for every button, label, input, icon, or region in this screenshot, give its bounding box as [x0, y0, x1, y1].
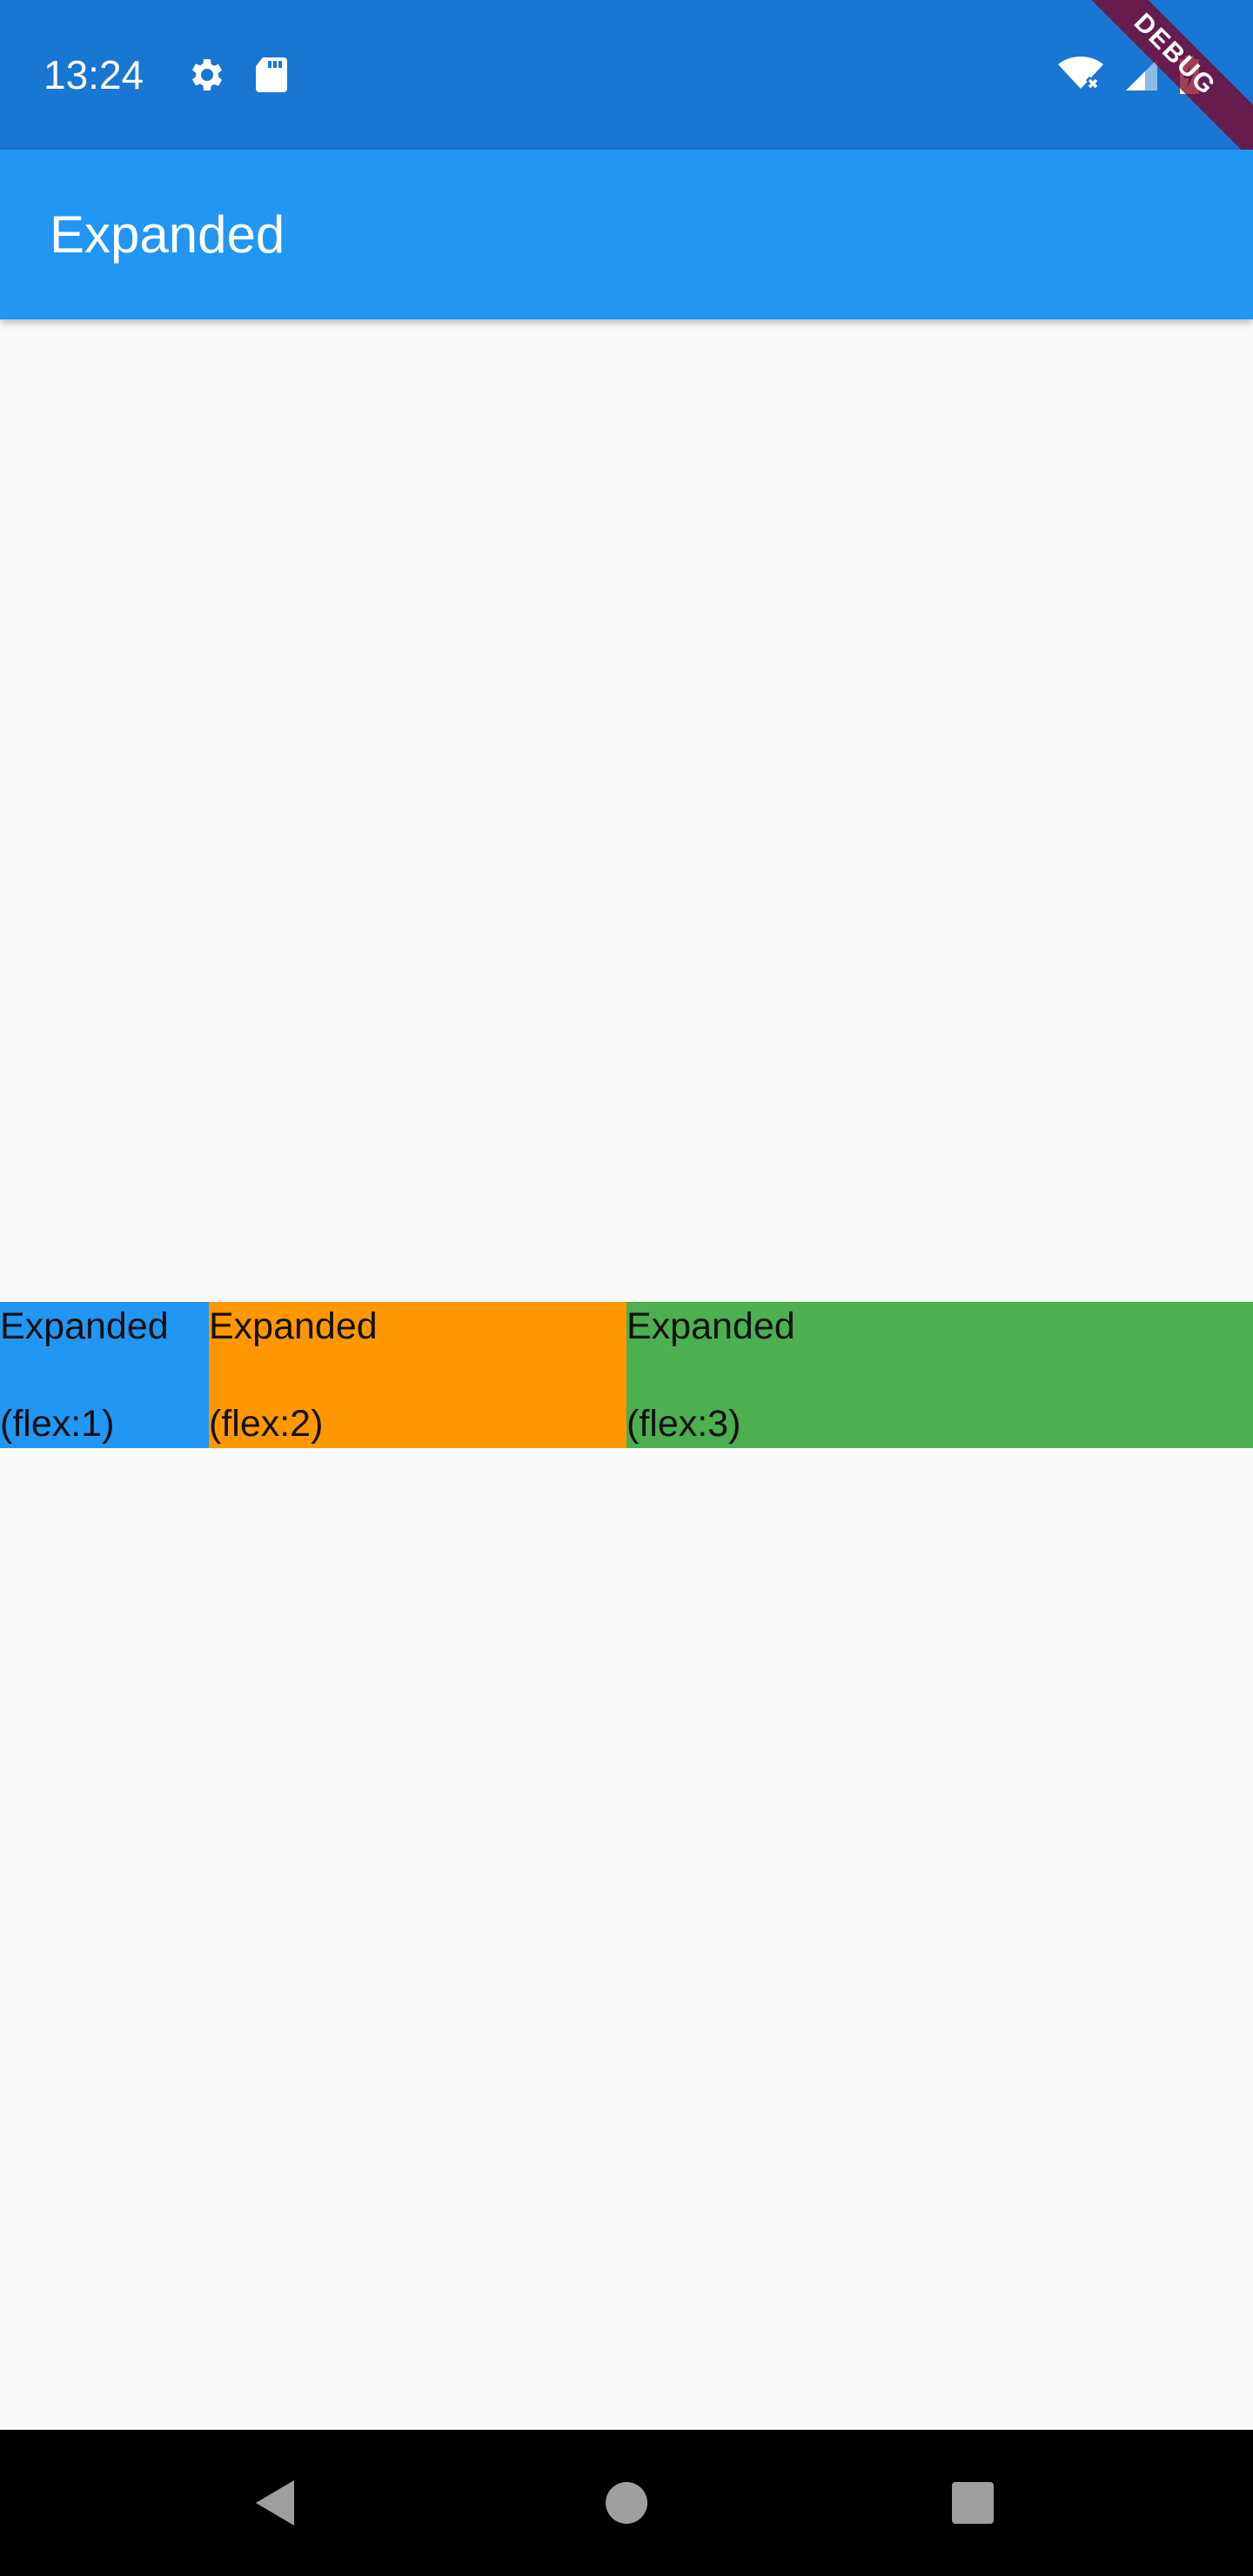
status-bar: 13:24 DEBUG: [0, 0, 1253, 168]
flex-label: (flex:2): [209, 1403, 324, 1445]
expanded-flex-3: Expanded (flex:3): [626, 1302, 1253, 1448]
flex-label: (flex:3): [626, 1403, 741, 1445]
expanded-flex-2: Expanded (flex:2): [209, 1302, 626, 1448]
cell-signal-icon: [1126, 59, 1157, 91]
expanded-label: Expanded: [626, 1305, 795, 1347]
page-title: Expanded: [50, 205, 285, 264]
navigation-bar: [0, 2430, 1253, 2576]
home-icon[interactable]: [604, 2480, 649, 2526]
expanded-row: Expanded (flex:1) Expanded (flex:2) Expa…: [0, 1302, 1253, 1448]
status-time: 13:24: [44, 52, 144, 97]
flex-label: (flex:1): [0, 1403, 115, 1445]
recents-icon[interactable]: [950, 2480, 995, 2526]
app-bar: Expanded: [0, 150, 1253, 319]
expanded-flex-1: Expanded (flex:1): [0, 1302, 209, 1448]
back-icon[interactable]: [252, 2477, 298, 2529]
expanded-label: Expanded: [209, 1305, 378, 1347]
sd-card-icon: [256, 57, 287, 92]
expanded-label: Expanded: [0, 1305, 169, 1347]
wifi-off-icon: [1058, 57, 1103, 91]
gear-icon: [192, 59, 222, 91]
